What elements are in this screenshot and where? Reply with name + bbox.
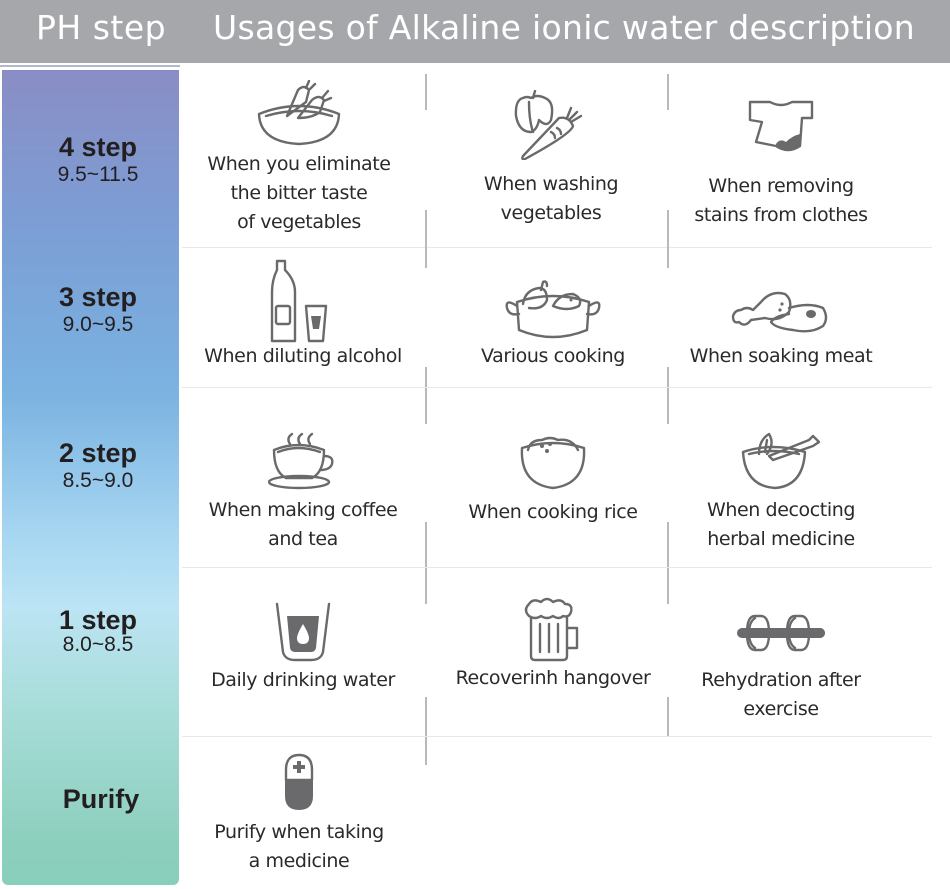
table-header: PH step Usages of Alkaline ionic water d…: [0, 0, 950, 63]
usage-cell: When removing stains from clothes: [668, 98, 894, 230]
step-name: 2 step: [58, 438, 138, 468]
usage-label: When making coffee and tea: [208, 499, 398, 550]
medicine-capsule-icon: [284, 753, 314, 810]
usage-cell: Daily drinking water: [183, 602, 423, 695]
usage-label: Purify when taking a medicine: [214, 821, 384, 872]
step-4: 4 step 9.5~11.5: [2, 132, 194, 188]
cooking-pot-icon: [505, 280, 601, 339]
beer-mug-icon: [524, 597, 579, 662]
usage-cell: When washing vegetables: [435, 90, 667, 228]
usage-label: Rehydration after exercise: [701, 669, 861, 720]
column-divider: [425, 522, 427, 567]
usage-cell: Recoverinh hangover: [435, 596, 671, 693]
usage-label: When diluting alcohol: [204, 345, 402, 367]
column-divider: [667, 367, 669, 387]
usage-label: When removing stains from clothes: [694, 175, 868, 226]
ph-step-heading: PH step: [36, 8, 167, 47]
row-divider: [182, 247, 932, 248]
usage-label: Daily drinking water: [211, 669, 395, 691]
coffee-cup-icon: [268, 432, 334, 490]
column-divider: [667, 568, 669, 604]
usage-label: Recoverinh hangover: [455, 667, 651, 689]
usage-cell: Rehydration after exercise: [668, 612, 894, 724]
column-divider: [667, 74, 669, 110]
step-range: 8.5~9.0: [62, 469, 134, 492]
column-divider: [425, 248, 427, 268]
column-divider: [425, 388, 427, 424]
usage-cell: Purify when taking a medicine: [183, 752, 415, 876]
column-divider: [425, 367, 427, 387]
step-1: 1 step 8.0~8.5: [2, 605, 194, 655]
ph-step-column: 4 step 9.5~11.5 3 step 9.0~9.5 2 step 8.…: [2, 70, 179, 885]
usage-label: When you eliminate the bitter taste of v…: [207, 153, 391, 233]
column-divider: [425, 568, 427, 604]
usage-label: When soaking meat: [689, 345, 873, 367]
usage-label: When cooking rice: [468, 501, 638, 523]
usages-heading: Usages of Alkaline ionic water descripti…: [213, 8, 916, 47]
usage-cell: When making coffee and tea: [183, 430, 423, 554]
row-divider: [182, 387, 932, 388]
drumstick-and-steak-icon: [731, 291, 828, 333]
dumbbell-icon: [737, 614, 825, 652]
step-range: 9.0~9.5: [62, 313, 134, 336]
column-divider: [667, 248, 669, 268]
usage-label: When washing vegetables: [483, 173, 619, 224]
water-glass-icon: [275, 602, 331, 662]
step-name: Purify: [62, 784, 140, 814]
step-name: 4 step: [58, 132, 138, 162]
step-range: 8.0~8.5: [62, 633, 134, 656]
row-divider: [182, 567, 932, 568]
column-divider: [667, 388, 669, 424]
bottle-and-glass-icon: [270, 259, 328, 343]
column-divider: [667, 697, 669, 736]
usage-cell: When cooking rice: [435, 434, 671, 527]
column-divider: [425, 697, 427, 736]
step-name: 1 step: [58, 605, 138, 635]
step-3: 3 step 9.0~9.5: [2, 282, 194, 338]
step-name: 3 step: [58, 282, 138, 312]
usage-label: Various cooking: [481, 345, 625, 367]
step-purify: Purify: [2, 784, 194, 814]
step-range: 9.5~11.5: [57, 163, 139, 186]
column-divider: [425, 74, 427, 110]
rice-bowl-icon: [520, 436, 586, 490]
column-divider: [425, 737, 427, 765]
column-divider: [667, 210, 669, 248]
pepper-and-carrot-icon: [514, 90, 583, 160]
usage-cell: When you eliminate the bitter taste of v…: [183, 80, 415, 237]
usage-cell: When soaking meat: [668, 288, 894, 371]
row-divider: [182, 736, 932, 737]
header-divider: [0, 65, 180, 67]
mortar-and-pestle-icon: [741, 432, 821, 490]
usage-cell: When diluting alcohol: [183, 258, 423, 371]
usage-cell: Various cooking: [435, 278, 671, 371]
step-2: 2 step 8.5~9.0: [2, 438, 194, 494]
usage-cell: When decocting herbal medicine: [668, 430, 894, 554]
column-divider: [667, 522, 669, 567]
bowl-with-carrots-icon: [257, 80, 341, 146]
column-divider: [425, 210, 427, 248]
stained-shirt-icon: [748, 100, 814, 152]
usage-label: When decocting herbal medicine: [706, 499, 856, 550]
